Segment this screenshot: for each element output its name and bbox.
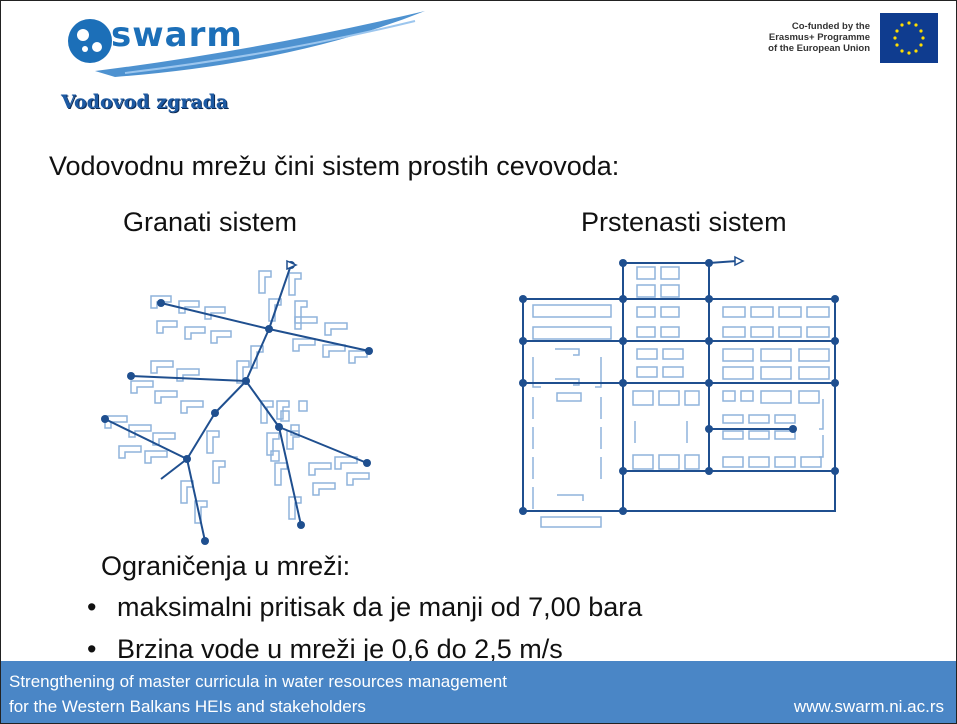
nodes: [519, 259, 839, 515]
nodes: [101, 261, 373, 545]
limits-list: • maksimalni pritisak da je manji od 7,00…: [87, 586, 642, 670]
limits-title: Ograničenja u mreži:: [101, 551, 351, 581]
eu-flag-icon: [880, 13, 938, 63]
list-item: • Brzina vode u mreži je 0,6 do 2,5 m/s: [87, 628, 642, 670]
source-arrow-icon: [734, 255, 745, 267]
eu-line-1: Co-funded by the: [791, 21, 870, 32]
bullet-icon: •: [87, 592, 97, 622]
logo-text: swarm: [111, 15, 243, 55]
swarm-logo: [68, 11, 425, 77]
ring-system-label: Prstenasti sistem: [581, 207, 787, 237]
buildings: [532, 266, 830, 528]
footer: Strengthening of master curricula in wat…: [1, 661, 956, 723]
source-arrow-icon: [286, 259, 298, 271]
branched-network-diagram: [101, 259, 373, 545]
swarm-logo-icon: [68, 19, 112, 63]
footer-line-1: Strengthening of master curricula in wat…: [9, 672, 507, 691]
buildings: [104, 270, 370, 524]
pipes: [104, 264, 370, 542]
list-item: • maksimalni pritisak da je manji od 7,00…: [87, 586, 642, 628]
eu-line-2: Erasmus+ Programme: [768, 32, 870, 43]
branched-system-label: Granati sistem: [123, 207, 298, 237]
slide-heading: Vodovodnu mrežu čini sistem prostih cevo…: [49, 151, 620, 181]
footer-url: www.swarm.ni.ac.rs: [793, 697, 944, 716]
footer-line-2: for the Western Balkans HEIs and stakeho…: [9, 697, 366, 716]
eu-line-3: of the European Union: [768, 43, 870, 54]
eu-cofunding-text: Co-funded by the Erasmus+ Programme of t…: [710, 21, 870, 54]
bullet-text: Brzina vode u mreži je 0,6 do 2,5 m/s: [117, 634, 563, 664]
section-title: Vodovod zgrada: [61, 91, 229, 113]
ring-network-diagram: [519, 255, 839, 528]
bullet-text: maksimalni pritisak da je manji od 7,00 …: [117, 592, 643, 622]
pipes: [522, 260, 836, 512]
bullet-icon: •: [87, 634, 97, 664]
